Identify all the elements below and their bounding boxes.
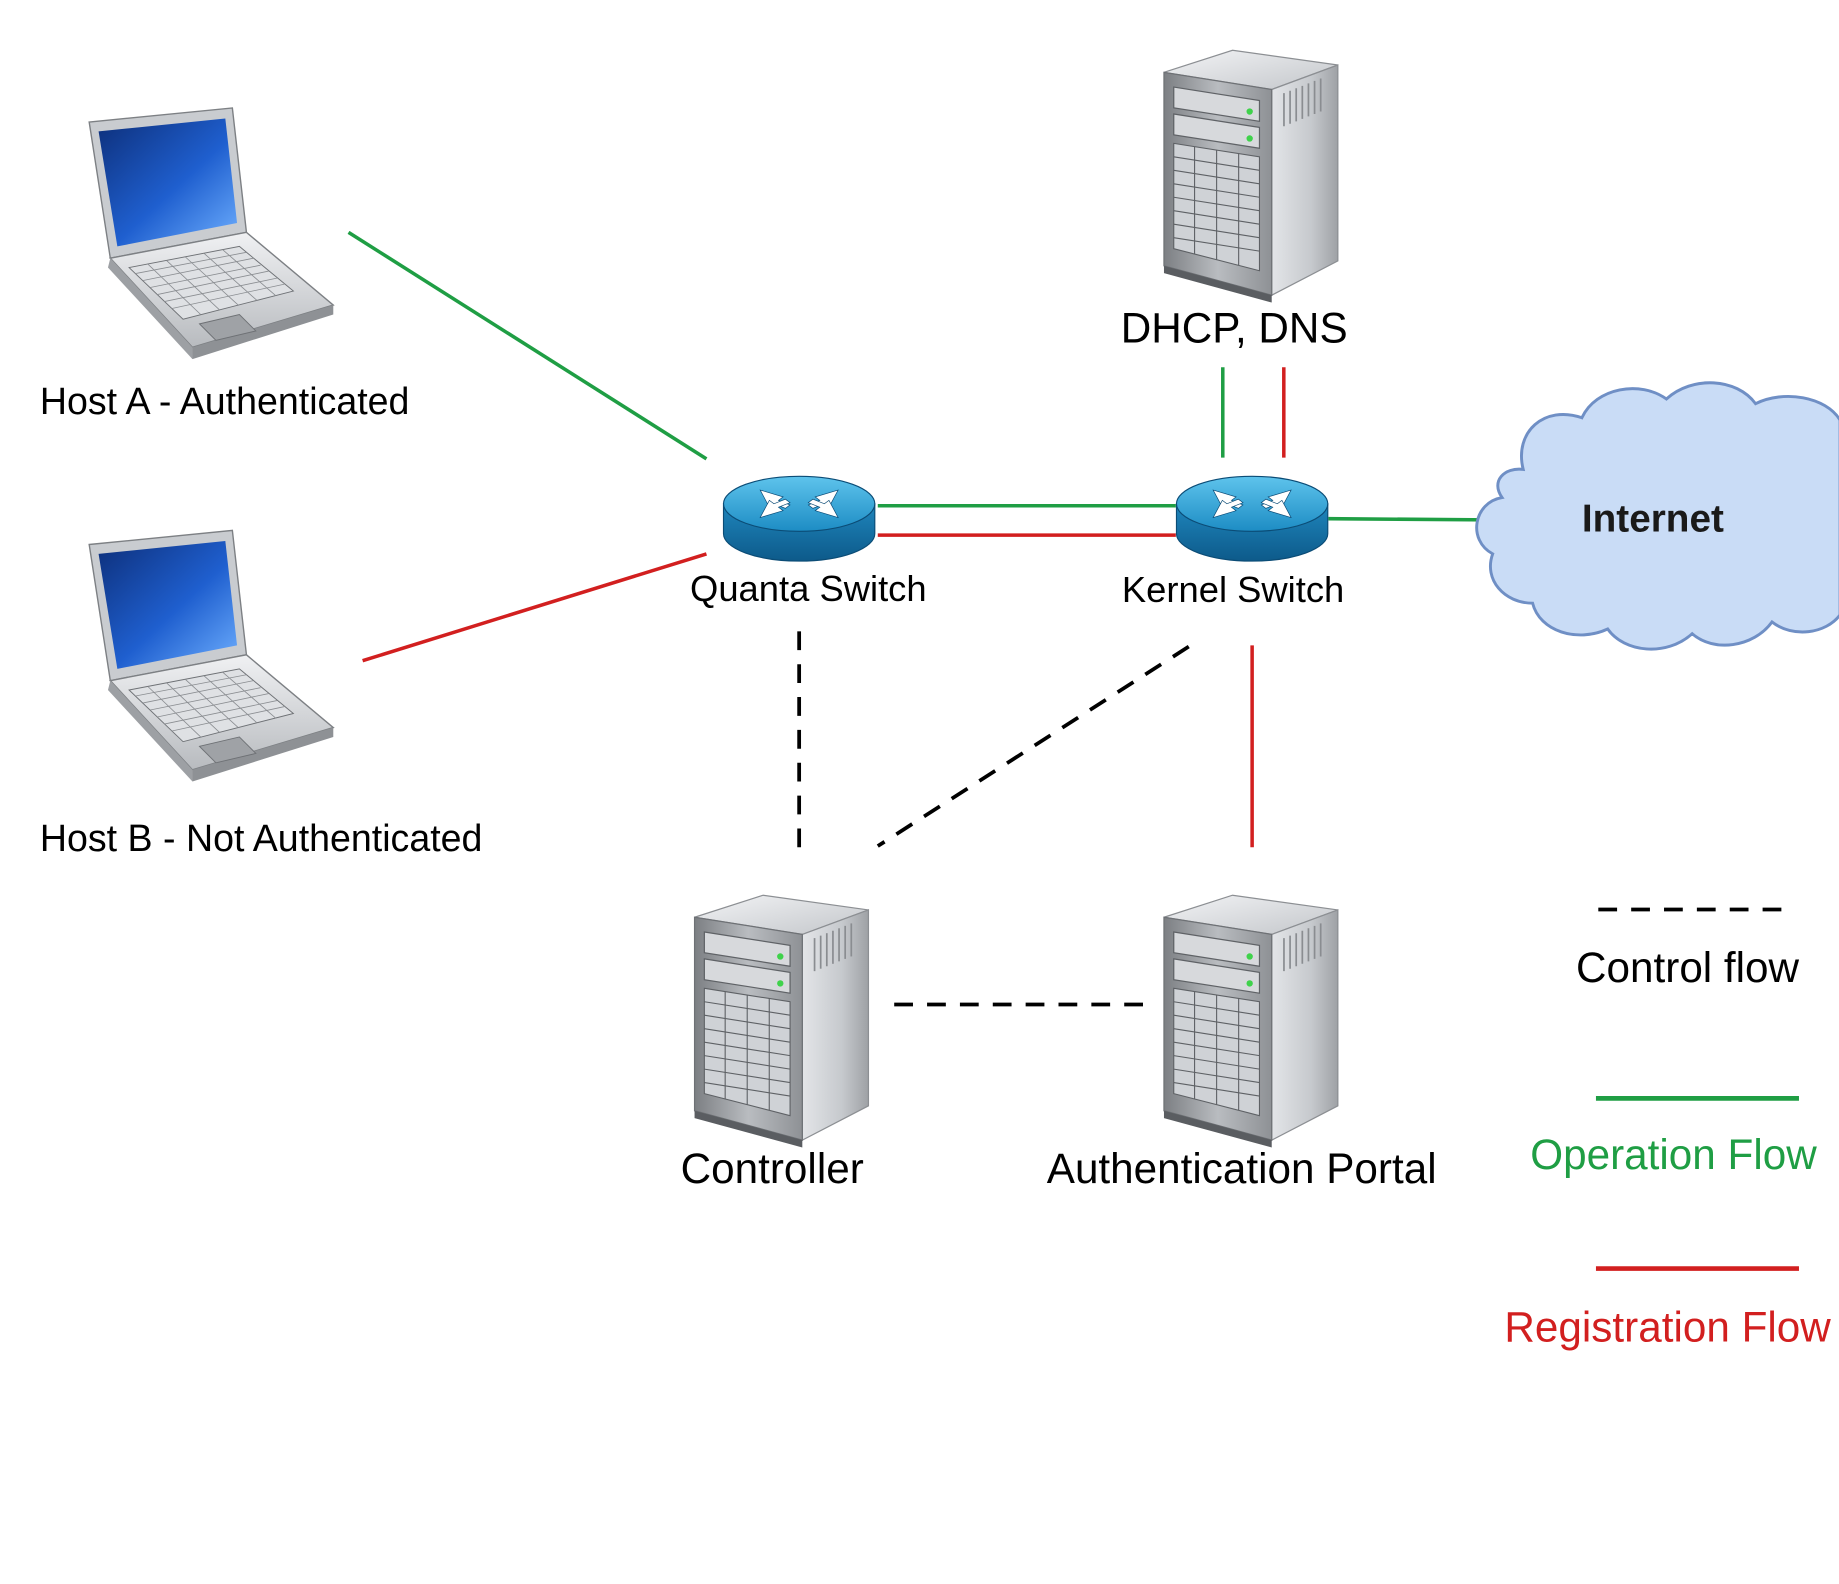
internet-label: Internet xyxy=(1581,496,1724,540)
controller-label: Controller xyxy=(680,1144,864,1193)
host-b-label: Host B - Not Authenticated xyxy=(39,816,483,860)
dhcp-dns-label: DHCP, DNS xyxy=(1120,303,1348,353)
laptop-icon xyxy=(88,529,334,783)
cloud-icon xyxy=(1475,381,1839,651)
server-icon xyxy=(1162,894,1339,1149)
edge-hostb-quanta xyxy=(362,552,707,663)
legend-operation-label: Operation Flow xyxy=(1530,1130,1817,1179)
edge-kernel-controller xyxy=(876,645,1190,848)
router-icon xyxy=(722,475,876,562)
kernel-switch-label: Kernel Switch xyxy=(1121,569,1345,611)
auth-portal-label: Authentication Portal xyxy=(1046,1144,1437,1193)
quanta-switch-label: Quanta Switch xyxy=(690,567,927,610)
diagram-canvas xyxy=(88,49,1839,1271)
laptop-icon xyxy=(88,107,334,360)
router-icon xyxy=(1175,475,1329,562)
server-icon xyxy=(1162,49,1339,304)
edge-hosta-quanta xyxy=(347,230,708,461)
edge-kernel-internet xyxy=(1328,516,1489,522)
legend-control-label: Control flow xyxy=(1576,943,1800,992)
server-icon xyxy=(693,894,870,1149)
host-a-label: Host A - Authenticated xyxy=(39,380,410,423)
legend-registration-label: Registration Flow xyxy=(1504,1302,1831,1351)
